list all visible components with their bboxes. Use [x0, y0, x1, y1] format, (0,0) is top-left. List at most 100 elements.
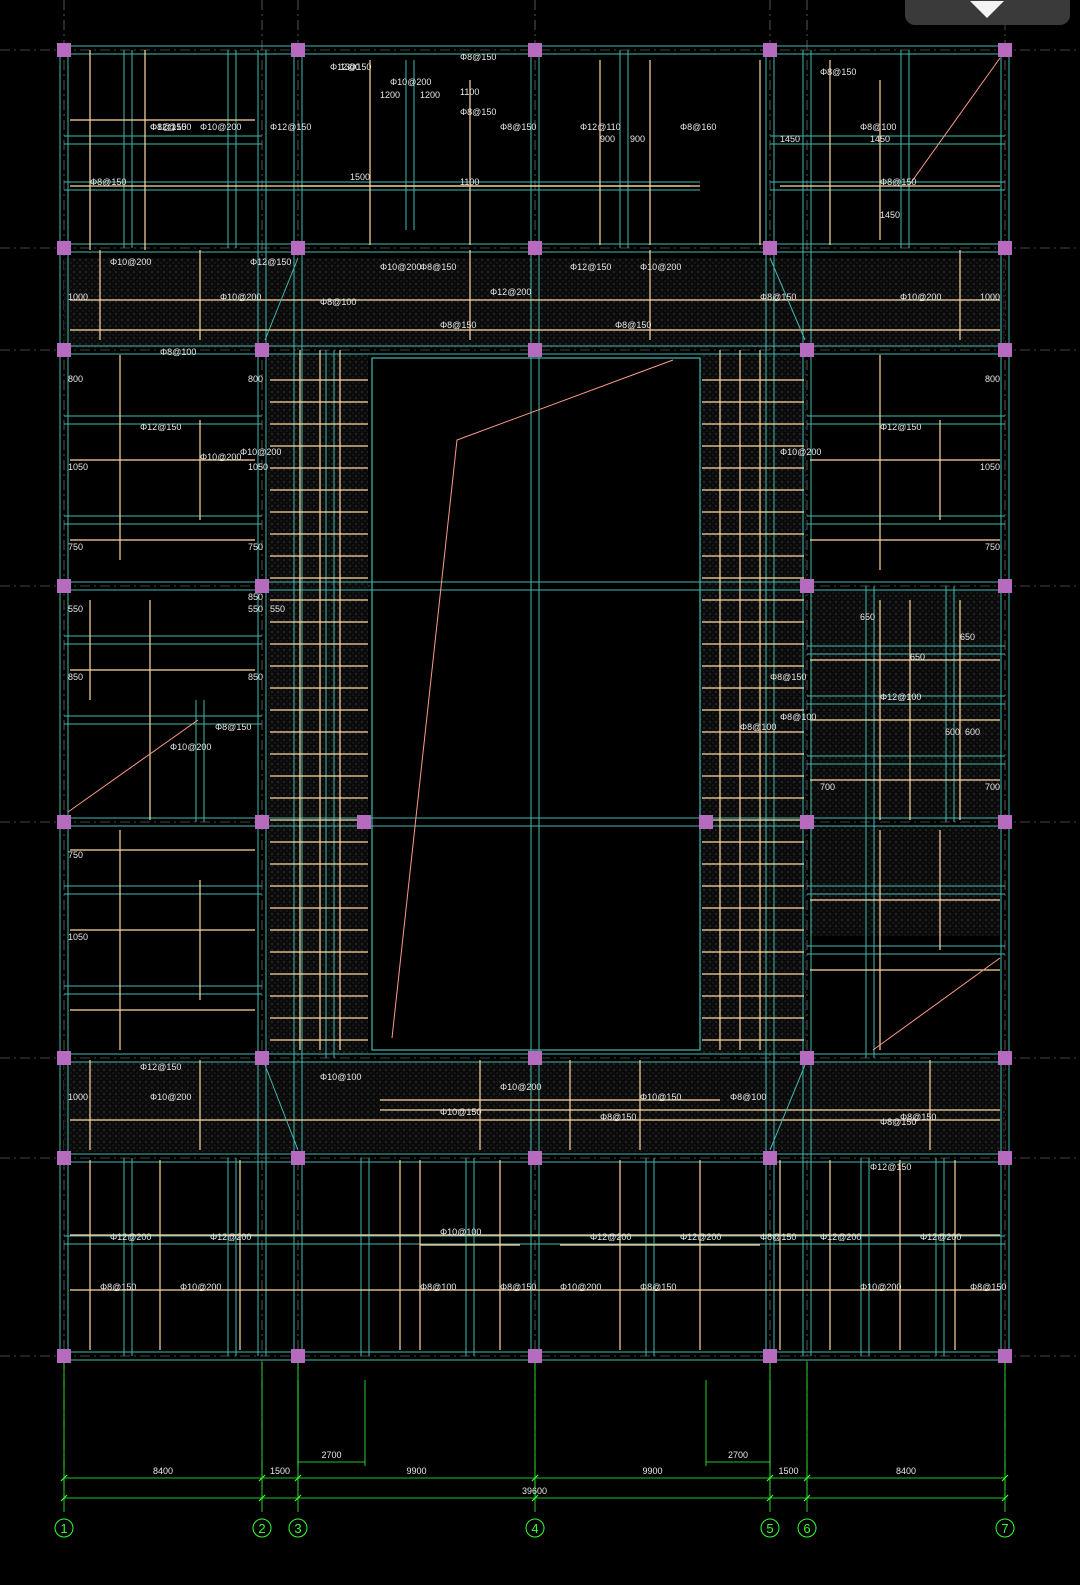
length-label: 1000 [68, 1092, 88, 1102]
column [998, 1349, 1012, 1363]
rebar-label: Φ12@150 [880, 422, 921, 432]
rebar-label: Φ8@150 [90, 177, 126, 187]
rebar-label: Φ8@150 [500, 1282, 536, 1292]
slab-hatch [700, 354, 806, 1054]
length-label: 1050 [980, 462, 1000, 472]
length-label: 1050 [68, 932, 88, 942]
rebar-label: Φ12@200 [590, 1232, 631, 1242]
column [699, 815, 713, 829]
opening-dimension: 2700 [321, 1450, 341, 1460]
length-label: 850 [68, 672, 83, 682]
column [800, 815, 814, 829]
rebar-label: Φ12@150 [270, 122, 311, 132]
rebar-label: Φ10@200 [560, 1282, 601, 1292]
column [998, 343, 1012, 357]
column [291, 43, 305, 57]
bay-dimension: 8400 [896, 1466, 916, 1476]
rebar-label: Φ10@100 [440, 1227, 481, 1237]
axis-bubble-label: 1 [60, 1521, 67, 1536]
length-label: 1050 [248, 462, 268, 472]
length-label: 650 [910, 652, 925, 662]
axis-bubble-circle [54, 1518, 74, 1538]
column [800, 1051, 814, 1065]
column [763, 1151, 777, 1165]
rebar-label: Φ8@150 [600, 1112, 636, 1122]
haunch-line [264, 1064, 299, 1151]
length-label: 550 [68, 604, 83, 614]
bay-dimension: 1500 [778, 1466, 798, 1476]
rebar-label: Φ8@150 [770, 672, 806, 682]
rebar-label: Φ8@100 [740, 722, 776, 732]
column [255, 815, 269, 829]
rebar-label: Φ10@200 [200, 452, 241, 462]
length-label: 1200 [380, 90, 400, 100]
rebar-label: Φ8@150 [880, 1117, 916, 1127]
column [998, 579, 1012, 593]
rebar-label: Φ10@200 [220, 292, 261, 302]
rebar-label: Φ8@150 [215, 722, 251, 732]
rebar-label: Φ12@150 [250, 257, 291, 267]
rebar-label: Φ10@200 [860, 1282, 901, 1292]
axis-bubble-1: 1 [54, 1518, 74, 1538]
column [998, 241, 1012, 255]
dim-tick [294, 1494, 302, 1502]
opening-diagonals [67, 57, 1001, 1151]
rebar-label: Φ8@150 [760, 292, 796, 302]
column [998, 1051, 1012, 1065]
length-label: 1450 [880, 210, 900, 220]
length-label: 1100 [460, 87, 479, 97]
length-label: 650 [960, 632, 975, 642]
length-label: 1000 [980, 292, 1000, 302]
axis-bubble-label: 7 [1001, 1521, 1008, 1536]
rebar-label: Φ8@100 [320, 297, 356, 307]
dim-tick [531, 1494, 539, 1502]
rebar-label: Φ10@200 [780, 447, 821, 457]
rebar-label: Φ12@100 [880, 692, 921, 702]
view-toggle-button[interactable] [905, 0, 1070, 25]
dim-tick [1001, 1494, 1009, 1502]
slab-hatch [810, 826, 1000, 936]
length-label: 550 [248, 604, 263, 614]
rebar-label: Φ8@150 [440, 320, 476, 330]
length-label: 1500 [350, 172, 370, 182]
column [763, 241, 777, 255]
length-label: 750 [248, 542, 263, 552]
rebar-label: Φ10@200 [240, 447, 281, 457]
axis-bubble-circle [252, 1518, 272, 1538]
length-label: 600 [945, 727, 960, 737]
length-label: 1000 [68, 292, 88, 302]
axis-bubble-7: 7 [995, 1518, 1015, 1538]
length-label: 800 [68, 374, 83, 384]
dim-tick [294, 1474, 302, 1482]
rebar-label: Φ12@200 [820, 1232, 861, 1242]
axis-bubble-2: 2 [252, 1518, 272, 1538]
rebar-label: Φ12@150 [140, 422, 181, 432]
column [528, 343, 542, 357]
rebar-label: Φ8@100 [780, 712, 816, 722]
rebar-label: Φ10@200 [500, 1082, 541, 1092]
rebar-label: Φ8@150 [880, 177, 916, 187]
rebar-label: Φ10@150 [440, 1107, 481, 1117]
rebar-label: Φ10@200 [390, 77, 431, 87]
axis-bubble-6: 6 [797, 1518, 817, 1538]
total-dimension: 39600 [522, 1486, 547, 1496]
bay-dimension: 9900 [642, 1466, 662, 1476]
opening-diagonal [872, 957, 1001, 1051]
column [800, 579, 814, 593]
rebar-label: Φ10@200 [150, 1092, 191, 1102]
column [763, 43, 777, 57]
rebar-label: Φ8@150 [970, 1282, 1006, 1292]
rebar-label: Φ10@200 [200, 122, 241, 132]
slab-hatch [268, 354, 368, 1054]
rebar-label: Φ10@200 [170, 742, 211, 752]
rebar-label: Φ10@200 [110, 257, 151, 267]
column [528, 241, 542, 255]
rebar-label: Φ10@200 [900, 292, 941, 302]
dim-tick [258, 1494, 266, 1502]
rebar-label: Φ8@150 [420, 262, 456, 272]
dim-tick [60, 1474, 68, 1482]
axis-bubble-circle [797, 1518, 817, 1538]
